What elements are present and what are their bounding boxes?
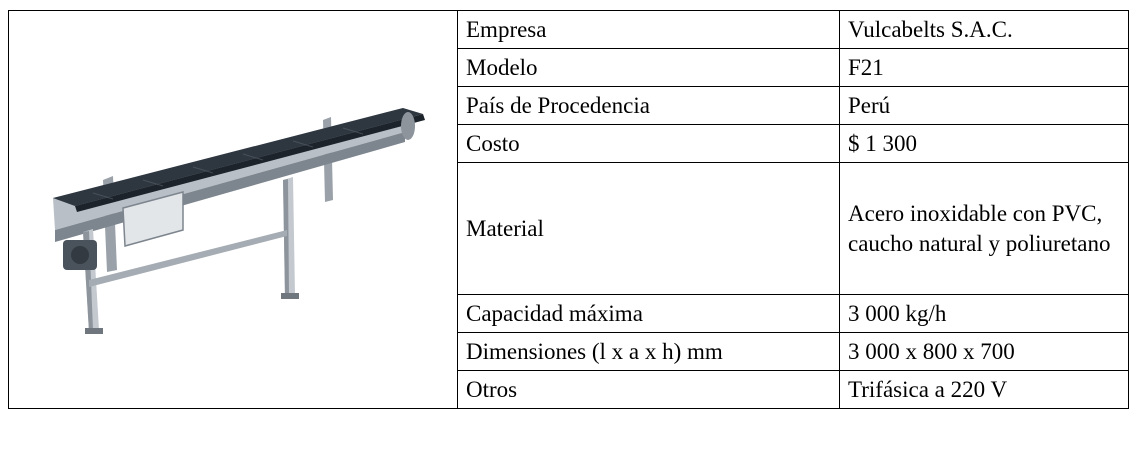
spec-value: 3 000 kg/h	[839, 294, 1129, 333]
spec-value: Trifásica a 220 V	[839, 370, 1129, 409]
spec-label: Empresa	[457, 10, 840, 49]
spec-value: F21	[839, 48, 1129, 87]
spec-label: País de Procedencia	[457, 86, 840, 125]
spec-row-dimensiones: Dimensiones (l x a x h) mm 3 000 x 800 x…	[9, 332, 1129, 371]
spec-row-empresa: Empresa Vulcabelts S.A.C.	[8, 10, 1129, 409]
spec-row-material: Material Acero inoxidable con PVC, cauch…	[9, 162, 1129, 295]
spec-label: Capacidad máxima	[457, 294, 840, 333]
spec-row-capacidad: Capacidad máxima 3 000 kg/h	[9, 294, 1129, 333]
spec-row-modelo: Modelo F21	[9, 48, 1129, 87]
spec-value: 3 000 x 800 x 700	[839, 332, 1129, 371]
spec-value: $ 1 300	[839, 124, 1129, 163]
product-image-cell	[8, 10, 458, 409]
spec-label: Otros	[457, 370, 840, 409]
spec-label: Costo	[457, 124, 840, 163]
spec-label: Dimensiones (l x a x h) mm	[457, 332, 840, 371]
spec-value: Acero inoxidable con PVC, caucho natural…	[839, 162, 1129, 295]
spec-row-pais: País de Procedencia Perú	[9, 86, 1129, 125]
spec-label: Material	[457, 162, 840, 295]
spec-row-otros: Otros Trifásica a 220 V	[9, 370, 1129, 409]
conveyor-belt-image	[53, 107, 425, 334]
spec-label: Modelo	[457, 48, 840, 87]
spec-table: Empresa Vulcabelts S.A.C. Modelo F21 Paí…	[8, 10, 1129, 409]
spec-value: Vulcabelts S.A.C.	[839, 10, 1129, 49]
spec-value: Perú	[839, 86, 1129, 125]
